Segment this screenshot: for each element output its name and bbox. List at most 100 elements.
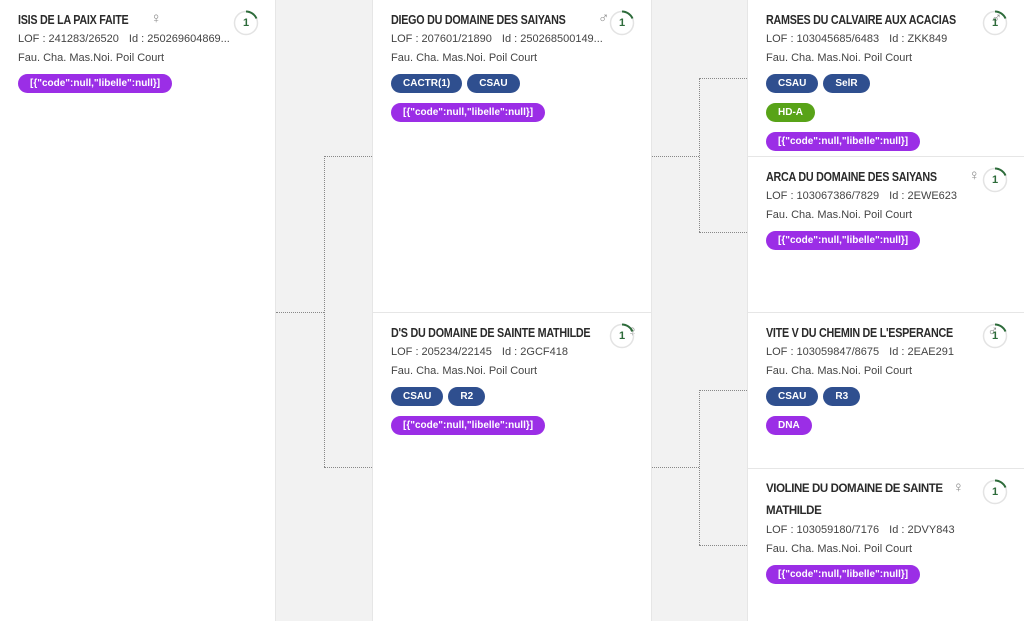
identification-number: Id : 2EWE623 xyxy=(889,190,958,202)
score-value: 1 xyxy=(618,17,626,29)
pedigree-connector xyxy=(652,467,699,468)
dog-description: Fau. Cha. Mas.Noi. Poil Court xyxy=(766,209,913,221)
female-symbol-icon: ♀ xyxy=(968,167,980,184)
title-badge[interactable]: CSAU xyxy=(391,387,444,406)
pedigree-connector xyxy=(699,78,747,79)
score-value: 1 xyxy=(242,17,250,29)
dog-identifiers: LOF : 103045685/6483 Id : ZKK849 xyxy=(766,33,984,45)
dog-identifiers: LOF : 103059847/8675 Id : 2EAE291 xyxy=(766,346,984,358)
dog-card[interactable]: VIOLINE DU DOMAINE DE SAINTE MATHILDE ♀ LO… xyxy=(748,468,1024,621)
dog-name-row: ARCA DU DOMAINE DES SAIYANS ♀ xyxy=(766,166,980,188)
male-symbol-icon: ♂ xyxy=(990,10,1003,27)
score-gauge: 1 xyxy=(609,10,635,36)
badge-list: [{"code":null,"libelle":null}] xyxy=(18,74,255,93)
dog-description: Fau. Cha. Mas.Noi. Poil Court xyxy=(18,52,165,64)
identification-number: Id : 250269604869... xyxy=(128,33,230,45)
dog-name[interactable]: VIOLINE DU DOMAINE DE SAINTE MATHILDE xyxy=(766,483,943,517)
dog-card[interactable]: VITE V DU CHEMIN DE L'ESPERANCE♂ LOF : 10… xyxy=(748,312,1024,468)
dog-identifiers: LOF : 207601/21890 Id : 250268500149... xyxy=(391,33,611,45)
dog-identifiers: LOF : 241283/26520 Id : 250269604869... xyxy=(18,33,235,45)
dog-name-row: DIEGO DU DOMAINE DES SAIYANS ♂ xyxy=(391,9,609,31)
title-badge[interactable]: [{"code":null,"libelle":null}] xyxy=(391,103,546,122)
title-badge[interactable]: R3 xyxy=(823,387,861,406)
title-badge[interactable]: CSAU xyxy=(467,74,520,93)
female-symbol-icon: ♀ xyxy=(952,479,964,496)
title-badge[interactable]: HD-A xyxy=(766,103,815,122)
score-gauge: 1 xyxy=(233,10,259,36)
generation-column-grandparents: RAMSES DU CALVAIRE AUX ACACIAS ♂ LOF : 103… xyxy=(747,0,1024,621)
dog-name-row: VITE V DU CHEMIN DE L'ESPERANCE♂ xyxy=(766,322,999,344)
title-badge[interactable]: R2 xyxy=(448,387,486,406)
title-badge[interactable]: CSAU xyxy=(766,74,819,93)
title-badge[interactable]: [{"code":null,"libelle":null}] xyxy=(18,74,173,93)
title-badge[interactable]: CSAU xyxy=(766,387,819,406)
lof-number: LOF : 205234/22145 xyxy=(391,346,492,358)
dog-name[interactable]: D'S DU DOMAINE DE SAINTE MATHILDE xyxy=(391,326,591,340)
score-gauge: 1 xyxy=(982,167,1008,193)
lof-number: LOF : 103045685/6483 xyxy=(766,33,880,45)
pedigree-connector xyxy=(652,156,699,157)
identification-number: Id : 2GCF418 xyxy=(501,346,568,358)
score-gauge: 1 xyxy=(609,323,635,349)
dog-card[interactable]: ARCA DU DOMAINE DES SAIYANS ♀ LOF : 103067… xyxy=(748,156,1024,312)
dog-description: Fau. Cha. Mas.Noi. Poil Court xyxy=(391,365,538,377)
score-value: 1 xyxy=(991,486,999,498)
female-symbol-icon: ♀ xyxy=(150,10,162,27)
pedigree-connector xyxy=(276,312,324,313)
dog-identifiers: LOF : 103067386/7829 Id : 2EWE623 xyxy=(766,190,984,202)
badge-list: [{"code":null,"libelle":null}] xyxy=(766,231,1004,250)
lof-number: LOF : 103067386/7829 xyxy=(766,190,880,202)
lof-number: LOF : 103059180/7176 xyxy=(766,524,880,536)
title-badge[interactable]: [{"code":null,"libelle":null}] xyxy=(391,416,546,435)
title-badge[interactable]: [{"code":null,"libelle":null}] xyxy=(766,231,921,250)
dog-name-row: ISIS DE LA PAIX FAITE ♀ xyxy=(18,9,227,31)
dog-name-row: D'S DU DOMAINE DE SAINTE MATHILDE♀ xyxy=(391,322,638,344)
score-value: 1 xyxy=(991,330,999,342)
pedigree-connector xyxy=(699,390,700,545)
score-value: 1 xyxy=(991,17,999,29)
male-symbol-icon: ♂ xyxy=(597,10,610,27)
dog-card[interactable]: ISIS DE LA PAIX FAITE ♀ LOF : 241283/26520… xyxy=(0,0,275,621)
identification-number: Id : ZKK849 xyxy=(889,33,948,45)
dog-name[interactable]: ISIS DE LA PAIX FAITE xyxy=(18,13,129,27)
identification-number: Id : 2DVY843 xyxy=(889,524,955,536)
dog-description: Fau. Cha. Mas.Noi. Poil Court xyxy=(766,365,913,377)
badge-list: [{"code":null,"libelle":null}] xyxy=(766,565,1004,584)
lof-number: LOF : 207601/21890 xyxy=(391,33,492,45)
dog-description: Fau. Cha. Mas.Noi. Poil Court xyxy=(766,543,913,555)
identification-number: Id : 2EAE291 xyxy=(889,346,954,358)
dog-name[interactable]: RAMSES DU CALVAIRE AUX ACACIAS xyxy=(766,13,956,27)
title-badge[interactable]: DNA xyxy=(766,416,812,435)
dog-card[interactable]: RAMSES DU CALVAIRE AUX ACACIAS ♂ LOF : 103… xyxy=(748,0,1024,156)
dog-description: Fau. Cha. Mas.Noi. Poil Court xyxy=(766,52,913,64)
title-badge[interactable]: CACTR(1) xyxy=(391,74,463,93)
title-badge[interactable]: SelR xyxy=(823,74,870,93)
dog-name[interactable]: ARCA DU DOMAINE DES SAIYANS xyxy=(766,170,937,184)
lof-number: LOF : 103059847/8675 xyxy=(766,346,880,358)
score-gauge: 1 xyxy=(982,10,1008,36)
dog-card[interactable]: D'S DU DOMAINE DE SAINTE MATHILDE♀ LOF : … xyxy=(373,312,651,621)
dog-name[interactable]: DIEGO DU DOMAINE DES SAIYANS xyxy=(391,13,566,27)
dog-description: Fau. Cha. Mas.Noi. Poil Court xyxy=(391,52,538,64)
pedigree-connector xyxy=(699,545,747,546)
pedigree-connector xyxy=(324,156,372,157)
pedigree-connector xyxy=(324,467,372,468)
pedigree-connector xyxy=(699,232,747,233)
pedigree-connector xyxy=(699,390,747,391)
title-badge[interactable]: [{"code":null,"libelle":null}] xyxy=(766,565,921,584)
title-badge[interactable]: [{"code":null,"libelle":null}] xyxy=(766,132,921,151)
badge-list: CACTR(1)CSAU [{"code":null,"libelle":null… xyxy=(391,74,631,122)
dog-card[interactable]: DIEGO DU DOMAINE DES SAIYANS ♂ LOF : 20760… xyxy=(373,0,651,312)
score-gauge: 1 xyxy=(982,479,1008,505)
generation-column-parents: DIEGO DU DOMAINE DES SAIYANS ♂ LOF : 20760… xyxy=(372,0,652,621)
generation-column-subject: ISIS DE LA PAIX FAITE ♀ LOF : 241283/26520… xyxy=(0,0,276,621)
dog-name[interactable]: VITE V DU CHEMIN DE L'ESPERANCE xyxy=(766,326,953,340)
lof-number: LOF : 241283/26520 xyxy=(18,33,119,45)
score-gauge: 1 xyxy=(982,323,1008,349)
pedigree-connector xyxy=(324,156,325,467)
score-value: 1 xyxy=(991,174,999,186)
identification-number: Id : 250268500149... xyxy=(501,33,603,45)
